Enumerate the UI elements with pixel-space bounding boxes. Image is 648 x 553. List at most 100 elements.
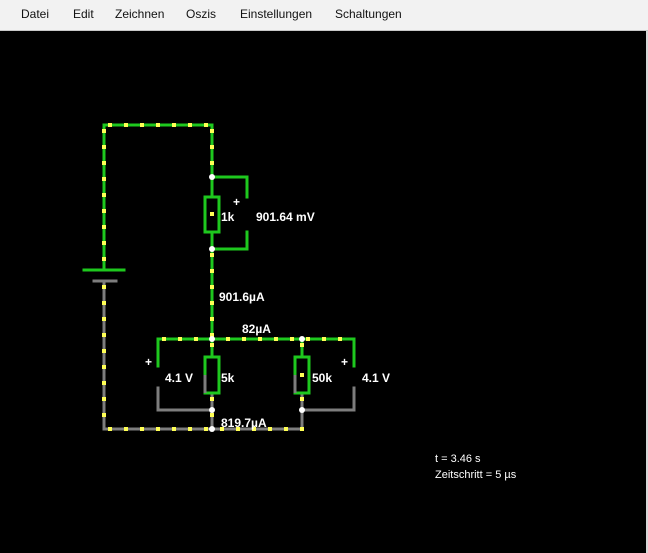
current-dot (102, 145, 106, 149)
node (209, 246, 215, 252)
current-dot (300, 397, 304, 401)
current-dot (210, 212, 214, 216)
sim-time: t = 3.46 s (435, 453, 481, 465)
menu-schaltungen[interactable]: Schaltungen (335, 7, 402, 21)
current-dot (274, 337, 278, 341)
current-dot (252, 427, 256, 431)
current-dot (300, 427, 304, 431)
current-dot (210, 269, 214, 273)
current-dot (108, 123, 112, 127)
current-dot (300, 343, 304, 347)
r3-voltage: 4.1 V (362, 371, 390, 385)
nodes (209, 174, 305, 432)
node (209, 174, 215, 180)
r1-voltage: 901.64 mV (256, 210, 315, 224)
current-dot (102, 129, 106, 133)
current-dot (102, 241, 106, 245)
current-dot (322, 337, 326, 341)
current-dot (124, 123, 128, 127)
current-dots (102, 123, 342, 431)
current-dot (162, 337, 166, 341)
current-dot (242, 337, 246, 341)
current-dot (210, 285, 214, 289)
resistor-r2[interactable] (203, 355, 221, 395)
current-dot (210, 317, 214, 321)
r2-voltage: 4.1 V (165, 371, 193, 385)
current-dot (102, 333, 106, 337)
current-dot (306, 337, 310, 341)
current-dot (102, 301, 106, 305)
current-dot (226, 337, 230, 341)
current-dot (300, 373, 304, 377)
r2-value: 5k (221, 371, 235, 385)
current-dot (102, 177, 106, 181)
current-dot (156, 427, 160, 431)
current-dot (102, 285, 106, 289)
resistor-r1[interactable] (203, 195, 221, 234)
node (209, 407, 215, 413)
r3-plus: + (341, 355, 348, 369)
current-dot (102, 381, 106, 385)
menu-zeichnen[interactable]: Zeichnen (115, 7, 165, 21)
current-dot (172, 123, 176, 127)
current-dot (156, 123, 160, 127)
current-dot (140, 123, 144, 127)
node (209, 336, 215, 342)
current-dot (210, 253, 214, 257)
r3-current: 82µA (242, 322, 271, 336)
current-dot (204, 427, 208, 431)
current-dot (102, 257, 106, 261)
current-dot (210, 301, 214, 305)
r1-plus: + (233, 195, 240, 209)
current-dot (204, 123, 208, 127)
current-dot (102, 209, 106, 213)
current-dot (102, 397, 106, 401)
current-dot (210, 161, 214, 165)
current-dot (102, 161, 106, 165)
current-dot (178, 337, 182, 341)
current-dot (140, 427, 144, 431)
current-dot (210, 413, 214, 417)
current-dot (284, 427, 288, 431)
current-dot (210, 333, 214, 337)
current-dot (220, 427, 224, 431)
r1-value: 1k (221, 210, 235, 224)
current-dot (210, 145, 214, 149)
node (299, 336, 305, 342)
current-dot (194, 337, 198, 341)
r3-value: 50k (312, 371, 332, 385)
active-wires (82, 123, 356, 368)
circuit-canvas[interactable]: + 1k 901.64 mV 901.6µA 82µA + 4.1 V 5k 5… (0, 31, 646, 553)
current-dot (108, 427, 112, 431)
current-dot (188, 427, 192, 431)
menu-oszis[interactable]: Oszis (186, 7, 216, 21)
menu-einstellungen[interactable]: Einstellungen (240, 7, 313, 21)
current-dot (188, 123, 192, 127)
r2-plus: + (145, 355, 152, 369)
current-dot (338, 337, 342, 341)
current-dot (124, 427, 128, 431)
menu-datei[interactable]: Datei (21, 7, 50, 21)
r2-current: 819.7µA (221, 416, 267, 430)
current-dot (268, 427, 272, 431)
node (209, 426, 215, 432)
current-dot (102, 413, 106, 417)
current-dot (102, 317, 106, 321)
current-dot (172, 427, 176, 431)
current-dot (102, 365, 106, 369)
window-edge (646, 31, 648, 553)
current-dot (290, 337, 294, 341)
current-dot (102, 349, 106, 353)
current-dot (236, 427, 240, 431)
current-dot (102, 193, 106, 197)
node (299, 407, 305, 413)
current-dot (210, 129, 214, 133)
current-dot (210, 343, 214, 347)
main-current: 901.6µA (219, 290, 265, 304)
menu-edit[interactable]: Edit (73, 7, 94, 21)
menu-bar: Datei Edit Zeichnen Oszis Einstellungen … (0, 0, 648, 31)
current-dot (102, 225, 106, 229)
current-dot (258, 337, 262, 341)
current-dot (210, 397, 214, 401)
sim-timestep: Zeitschritt = 5 µs (435, 469, 517, 481)
